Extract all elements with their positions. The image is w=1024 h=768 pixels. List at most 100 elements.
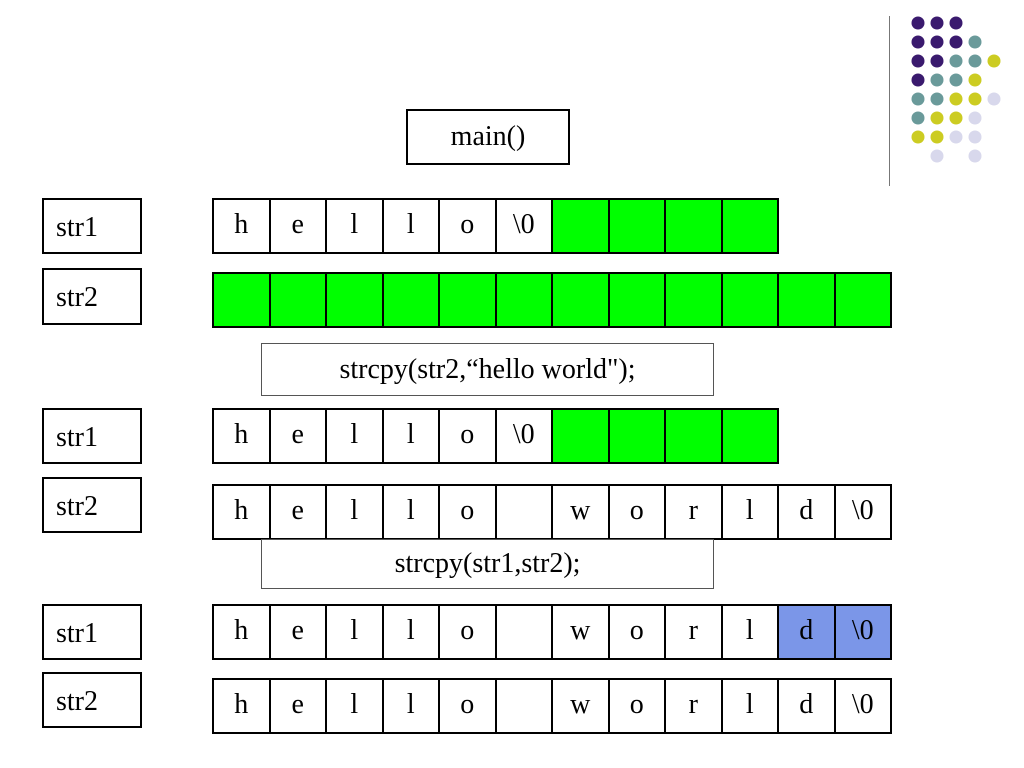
char-cell: l <box>383 486 440 538</box>
decorative-dot <box>949 54 963 68</box>
char-cell: l <box>722 606 779 658</box>
function-title: main() <box>406 109 570 165</box>
char-cell: w <box>553 486 610 538</box>
decorative-dot <box>968 130 982 144</box>
char-cell: h <box>214 606 271 658</box>
char-cell <box>609 410 666 462</box>
char-cell: l <box>383 200 440 252</box>
char-cell: r <box>666 606 723 658</box>
decorative-dot <box>949 111 963 125</box>
decorative-dot <box>949 35 963 49</box>
char-cell <box>496 274 553 326</box>
char-cell: l <box>327 486 384 538</box>
decorative-dot <box>911 73 925 87</box>
char-cell <box>496 486 553 538</box>
char-cell <box>666 410 723 462</box>
decorative-dot <box>968 92 982 106</box>
char-cell: o <box>609 606 666 658</box>
decorative-dot <box>911 92 925 106</box>
char-cell: w <box>553 680 610 732</box>
char-cell <box>722 410 779 462</box>
char-cell <box>327 274 384 326</box>
char-cell <box>496 606 553 658</box>
char-cell <box>383 274 440 326</box>
row-label-str2: str2 <box>42 672 142 728</box>
char-cell: d <box>779 606 836 658</box>
decorative-dot <box>911 130 925 144</box>
char-cell <box>270 274 327 326</box>
char-cell: e <box>270 680 327 732</box>
decorative-dot <box>930 73 944 87</box>
char-cell: e <box>270 410 327 462</box>
char-cell: \0 <box>496 410 553 462</box>
decorative-dot <box>911 54 925 68</box>
char-cell <box>779 274 836 326</box>
char-cell <box>609 200 666 252</box>
char-cell <box>722 200 779 252</box>
char-cell <box>440 274 497 326</box>
char-cell: e <box>270 486 327 538</box>
decorative-dot <box>968 111 982 125</box>
char-cell: e <box>270 200 327 252</box>
char-cell <box>553 200 610 252</box>
char-cell: h <box>214 200 271 252</box>
decorative-dot <box>930 35 944 49</box>
char-cell: l <box>722 680 779 732</box>
decorative-dot <box>930 54 944 68</box>
char-cell: o <box>440 606 497 658</box>
char-cell: r <box>666 486 723 538</box>
char-cell: l <box>327 606 384 658</box>
operation-strcpy-str1: strcpy(str1,str2); <box>261 539 714 589</box>
decorative-dot <box>949 92 963 106</box>
row-label-str1: str1 <box>42 408 142 464</box>
divider-line <box>889 16 890 186</box>
char-cell <box>609 274 666 326</box>
char-cell: d <box>779 680 836 732</box>
row-label-str2: str2 <box>42 268 142 325</box>
char-cell: h <box>214 486 271 538</box>
char-cell: l <box>327 410 384 462</box>
char-cell: \0 <box>835 606 892 658</box>
row-label-str2: str2 <box>42 477 142 533</box>
decorative-dot <box>930 16 944 30</box>
row-label-str1: str1 <box>42 604 142 660</box>
operation-strcpy-str2: strcpy(str2,“hello world"); <box>261 343 714 396</box>
decorative-dot <box>911 16 925 30</box>
decorative-dot <box>987 54 1001 68</box>
char-cell: l <box>327 200 384 252</box>
char-cell: o <box>440 200 497 252</box>
char-cell <box>553 410 610 462</box>
char-cell: \0 <box>835 486 892 538</box>
char-cell: l <box>383 410 440 462</box>
char-cell: e <box>270 606 327 658</box>
char-cell: o <box>440 680 497 732</box>
char-cell: r <box>666 680 723 732</box>
char-cell <box>496 680 553 732</box>
char-cell <box>835 274 892 326</box>
char-cell: o <box>440 410 497 462</box>
decorative-dot <box>930 111 944 125</box>
char-cell <box>666 274 723 326</box>
char-cell <box>553 274 610 326</box>
char-cell <box>722 274 779 326</box>
decorative-dot <box>987 92 1001 106</box>
char-cell: o <box>609 486 666 538</box>
decorative-dot <box>911 35 925 49</box>
decorative-dot-grid <box>911 16 1001 163</box>
char-cell: l <box>327 680 384 732</box>
char-cell: \0 <box>835 680 892 732</box>
char-cell: l <box>383 680 440 732</box>
decorative-dot <box>968 54 982 68</box>
decorative-dot <box>930 92 944 106</box>
char-cell: h <box>214 410 271 462</box>
row-label-str1: str1 <box>42 198 142 254</box>
decorative-dot <box>968 73 982 87</box>
decorative-dot <box>949 130 963 144</box>
char-cell: \0 <box>496 200 553 252</box>
decorative-dot <box>930 149 944 163</box>
decorative-dot <box>930 130 944 144</box>
